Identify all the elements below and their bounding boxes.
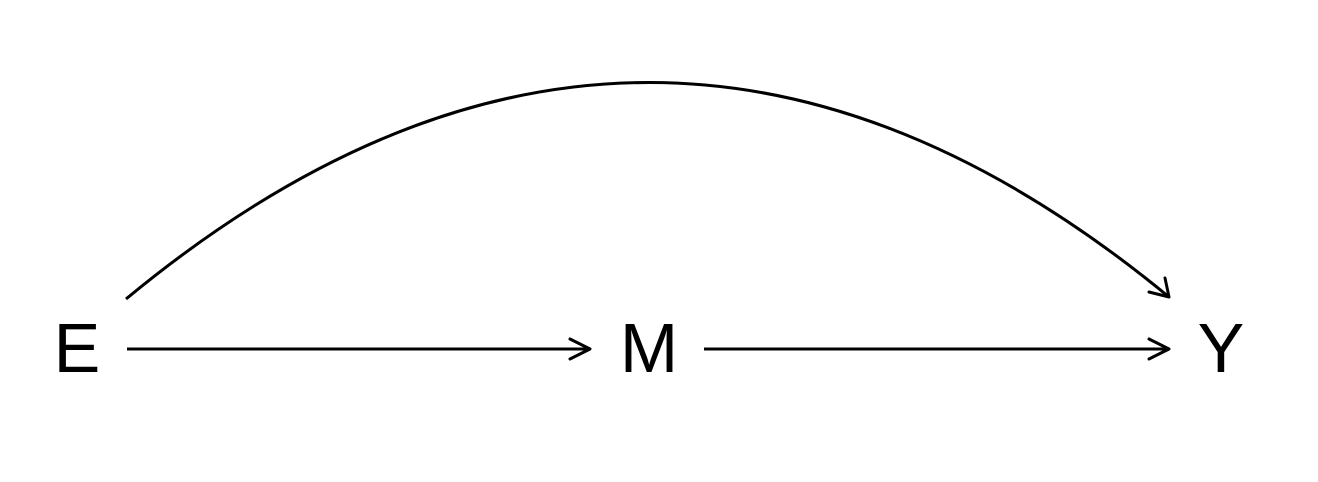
edge-e-to-y bbox=[125, 81, 1171, 301]
edge-e-to-y-arrowhead bbox=[1147, 276, 1171, 299]
edge-m-to-y bbox=[704, 337, 1171, 361]
edge-e-to-m bbox=[127, 337, 592, 361]
edge-e-to-y-curve bbox=[125, 81, 1170, 301]
node-m: M bbox=[620, 309, 678, 387]
node-y: Y bbox=[1198, 309, 1245, 387]
edge-e-to-m-arrowhead bbox=[568, 337, 592, 361]
node-e: E bbox=[54, 309, 101, 387]
edge-m-to-y-arrowhead bbox=[1147, 337, 1171, 361]
